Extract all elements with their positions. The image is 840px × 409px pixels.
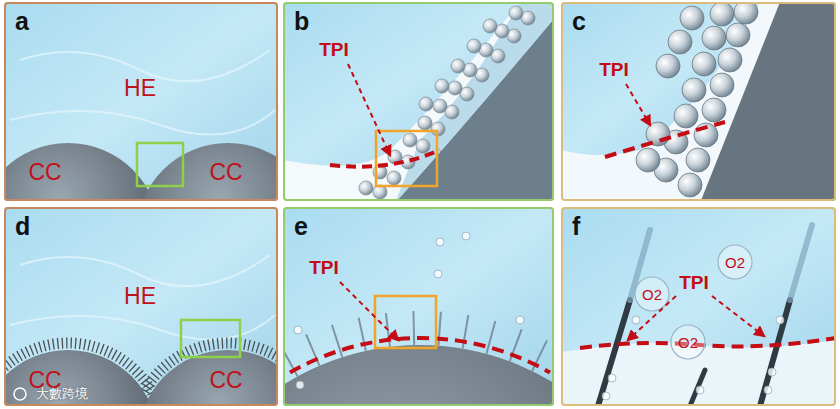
figure-label: TPI bbox=[319, 39, 349, 61]
panel-f-art bbox=[561, 207, 836, 406]
figure-label: CC bbox=[209, 159, 242, 186]
panel-letter: e bbox=[294, 212, 308, 241]
figure-label: HE bbox=[124, 283, 156, 310]
figure-label: CC bbox=[28, 159, 61, 186]
figure-label: CC bbox=[209, 367, 242, 394]
figure-label: TPI bbox=[679, 272, 709, 294]
panel-letter: b bbox=[294, 7, 309, 36]
panel-c-art bbox=[561, 2, 836, 201]
figure-label: O2 bbox=[678, 334, 698, 351]
figure-label: HE bbox=[124, 75, 156, 102]
panel-letter: c bbox=[572, 7, 586, 36]
figure-label: TPI bbox=[599, 59, 629, 81]
watermark: 大數跨境 bbox=[36, 385, 88, 403]
figure-panel: e bbox=[283, 207, 554, 406]
panel-e-art bbox=[283, 207, 554, 406]
figure-label: O2 bbox=[725, 254, 745, 271]
panel-letter: d bbox=[15, 212, 30, 241]
figure-label: TPI bbox=[309, 257, 339, 279]
figure-label: O2 bbox=[642, 286, 662, 303]
panel-letter: a bbox=[15, 7, 29, 36]
panel-b-art bbox=[283, 2, 554, 201]
figure-panel: b bbox=[283, 2, 554, 201]
figure-panel: f bbox=[561, 207, 836, 406]
figure-panel: c bbox=[561, 2, 836, 201]
panel-letter: f bbox=[572, 212, 580, 241]
panel-a-art bbox=[4, 2, 278, 201]
panel-d-art bbox=[4, 207, 278, 406]
